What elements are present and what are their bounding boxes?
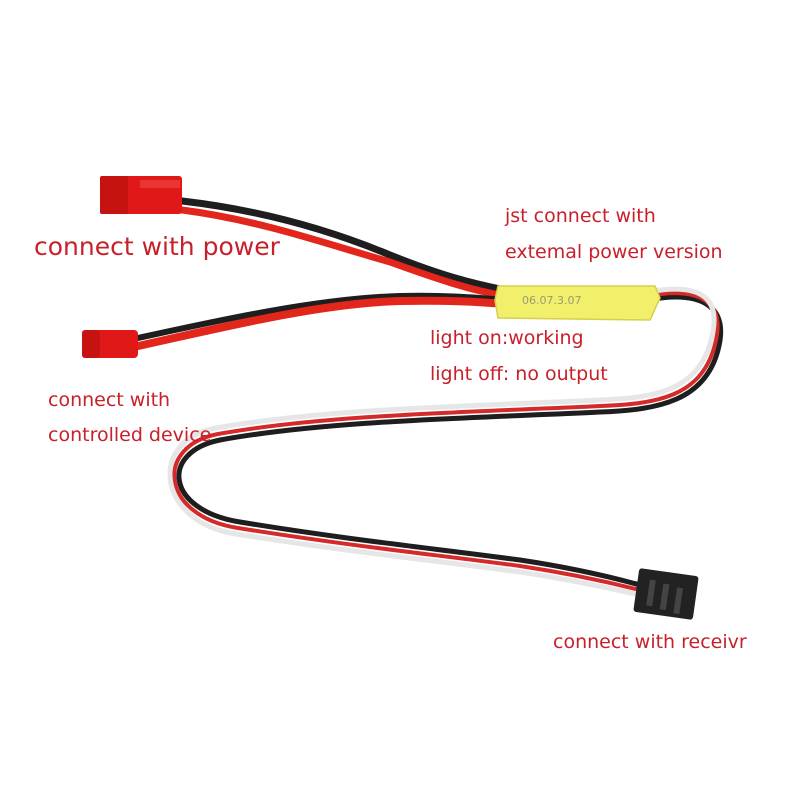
label-light-off: light off: no output	[430, 363, 608, 385]
label-connect-receiver: connect with receivr	[553, 631, 747, 653]
output-lead	[134, 292, 509, 350]
label-light-on: light on:working	[430, 327, 584, 349]
label-controlled-line1: connect with	[48, 389, 171, 411]
switch-module: 06.07.3.07	[494, 285, 661, 321]
receiver-servo-plug	[633, 568, 699, 620]
output-jst-connector	[82, 330, 138, 358]
module-print: 06.07.3.07	[522, 294, 581, 307]
label-controlled-line2: controlled device	[48, 424, 212, 446]
label-connect-power: connect with power	[34, 232, 280, 261]
label-jst-line2: extemal power version	[505, 241, 723, 263]
power-jst-connector	[100, 176, 182, 214]
receiver-lead	[167, 286, 724, 598]
power-lead	[178, 197, 509, 300]
label-jst-line1: jst connect with	[505, 205, 656, 227]
